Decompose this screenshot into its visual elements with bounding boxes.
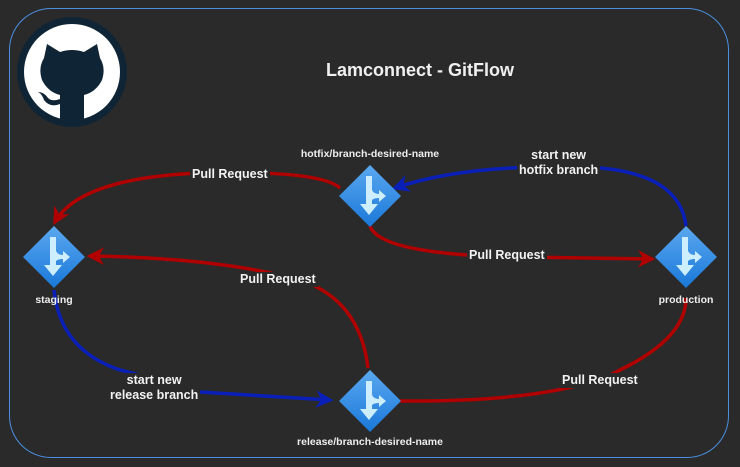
node-release bbox=[339, 370, 401, 432]
node-label-hotfix: hotfix/branch-desired-name bbox=[300, 148, 440, 160]
edge-release-to-production bbox=[399, 297, 688, 403]
edge-label-release-to-staging: Pull Request bbox=[238, 272, 318, 287]
github-logo bbox=[17, 17, 127, 127]
edge-label-release-to-production: Pull Request bbox=[560, 373, 640, 388]
branch-merge-icon bbox=[676, 237, 702, 276]
edge-release-to-staging bbox=[86, 247, 370, 369]
node-label-staging: staging bbox=[35, 294, 73, 306]
page-title: Lamconnect - GitFlow bbox=[325, 60, 514, 80]
node-hotfix bbox=[339, 165, 401, 227]
node-label-release: release/branch-desired-name bbox=[297, 436, 443, 448]
node-production bbox=[655, 226, 717, 288]
branch-merge-icon bbox=[360, 381, 386, 420]
edge-staging-to-release bbox=[52, 289, 330, 400]
node-staging bbox=[23, 226, 85, 288]
branch-merge-icon bbox=[44, 237, 70, 276]
edge-label-production-to-hotfix: start new hotfix branch bbox=[517, 148, 601, 178]
edge-label-hotfix-to-staging: Pull Request bbox=[190, 167, 270, 182]
github-octocat-icon bbox=[38, 44, 104, 120]
edge-label-hotfix-to-production: Pull Request bbox=[467, 248, 547, 263]
node-label-production: production bbox=[658, 294, 714, 306]
branch-merge-icon bbox=[360, 176, 386, 215]
edge-label-staging-to-release: start new release branch bbox=[108, 373, 201, 403]
diagram-frame bbox=[9, 8, 729, 458]
